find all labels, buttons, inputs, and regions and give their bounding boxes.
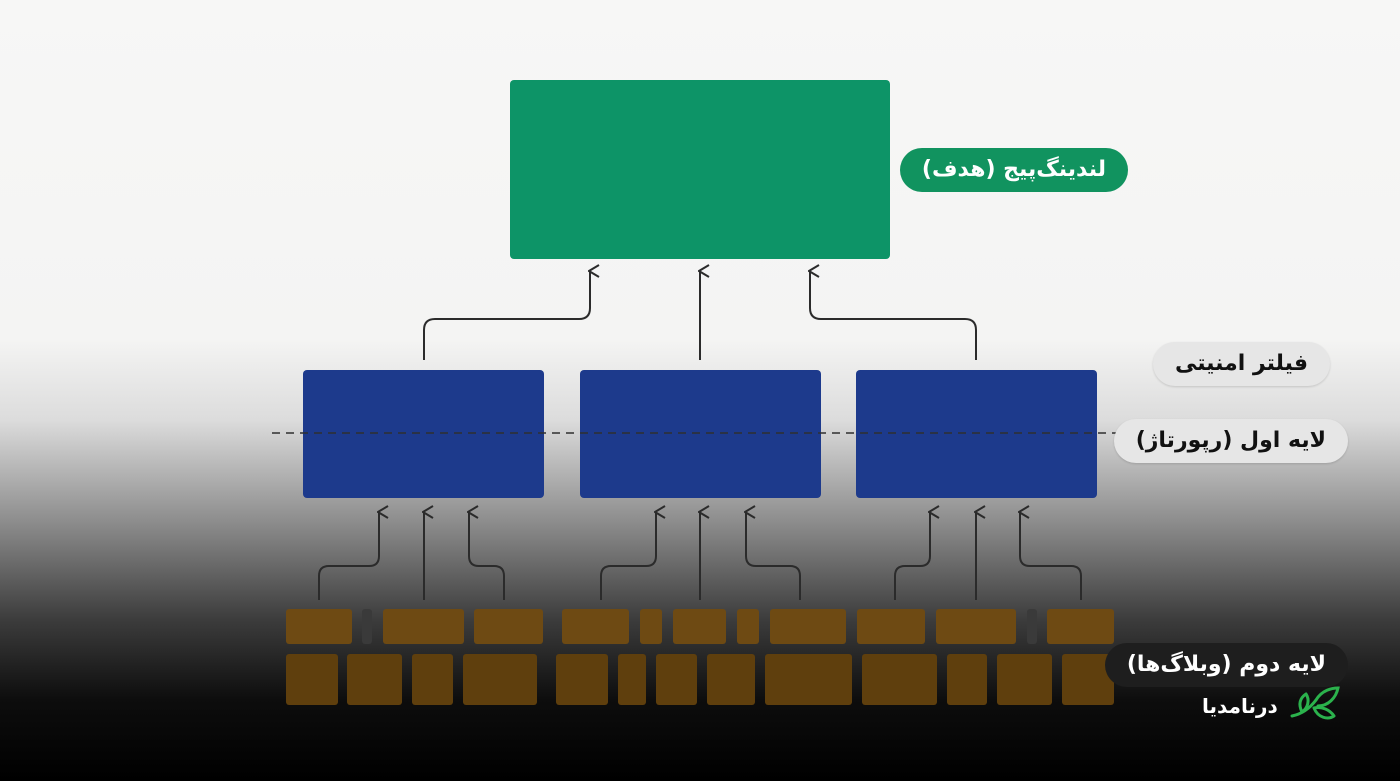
brand-watermark: درنامدیا bbox=[1202, 684, 1342, 728]
layer1-box-right bbox=[856, 370, 1097, 498]
arrow-right-to-target bbox=[810, 271, 977, 360]
layer1-box-center bbox=[580, 370, 821, 498]
target-label: لندینگ‌پیج (هدف) bbox=[899, 148, 1128, 192]
layer-one-label: لایه اول (رپورتاژ) bbox=[1113, 419, 1348, 463]
security-filter-label: فیلتر امنیتی bbox=[1152, 342, 1330, 386]
layer1-box-left bbox=[303, 370, 544, 498]
layer-two-label: لایه دوم (وبلاگ‌ها) bbox=[1104, 643, 1348, 687]
brand-name: درنامدیا bbox=[1202, 694, 1278, 718]
leaf-logo-icon bbox=[1288, 684, 1342, 729]
arrow-left-to-target bbox=[423, 271, 590, 360]
layer2-bricks-bottom-row bbox=[286, 654, 1114, 705]
layer2-bricks-top-row bbox=[286, 609, 1114, 644]
arrows-to-layer1 bbox=[318, 512, 1082, 600]
arrows-to-target bbox=[423, 271, 977, 360]
landing-page-box bbox=[510, 80, 890, 259]
